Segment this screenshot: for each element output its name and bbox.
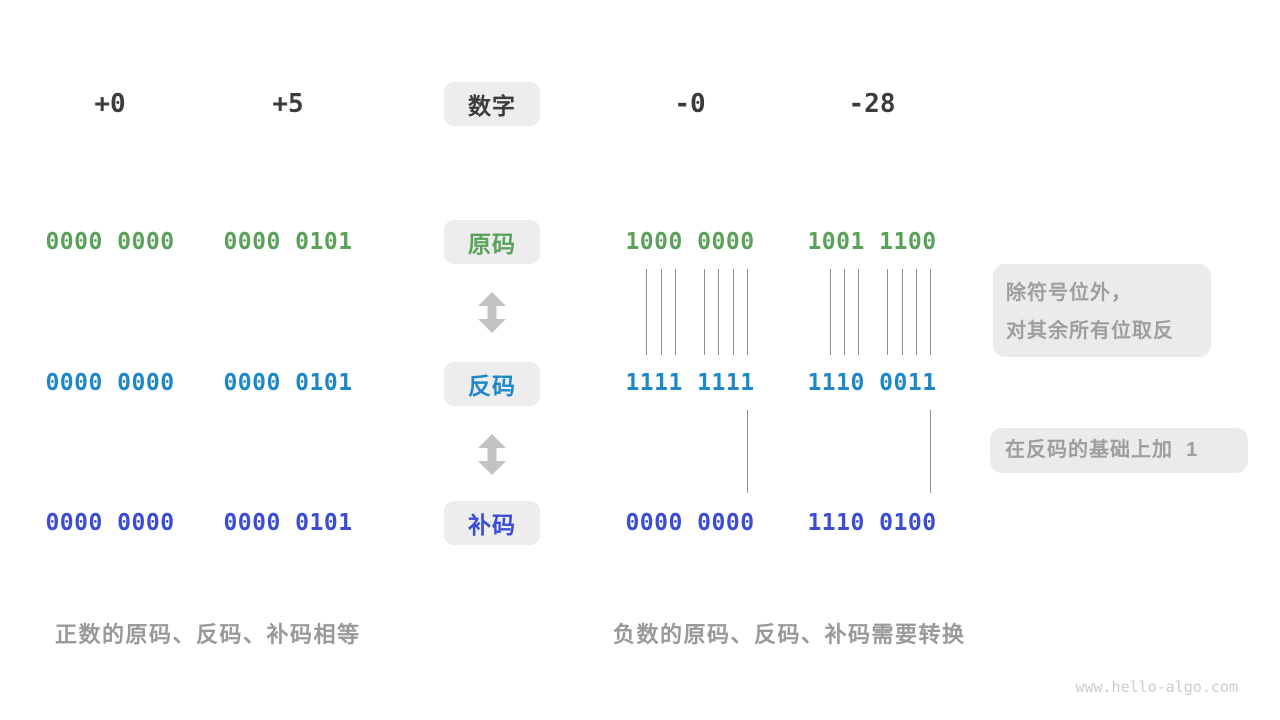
tag-sign-magnitude: 原码 [444, 220, 540, 264]
ones-complement-plus0: 0000 0000 [45, 370, 175, 396]
annotation-invert-line1: 除符号位外， [1006, 282, 1132, 304]
sign-magnitude-plus5: 0000 0101 [223, 229, 353, 255]
invert-tick-line [858, 269, 859, 355]
twos-complement-plus0: 0000 0000 [45, 510, 175, 536]
ones-complement-minus28: 1110 0011 [807, 370, 937, 396]
ones-complement-plus5: 0000 0101 [223, 370, 353, 396]
updown-arrow-icon [478, 434, 506, 475]
invert-tick-line [646, 269, 647, 355]
updown-arrow-icon [478, 292, 506, 333]
tag-twos-complement: 补码 [444, 501, 540, 545]
ones-complement-minus0: 1111 1111 [625, 370, 755, 396]
invert-tick-line [844, 269, 845, 355]
twos-complement-plus5: 0000 0101 [223, 510, 353, 536]
sign-magnitude-minus28: 1001 1100 [807, 229, 937, 255]
annotation-invert-line2: 对其余所有位取反 [1006, 320, 1174, 342]
invert-tick-line [830, 269, 831, 355]
sign-magnitude-minus0: 1000 0000 [625, 229, 755, 255]
twos-complement-minus28: 1110 0100 [807, 510, 937, 536]
annotation-add-one: 在反码的基础上加 1 [990, 428, 1248, 473]
annotation-invert-bits: 除符号位外， 对其余所有位取反 [993, 264, 1211, 357]
invert-tick-line [902, 269, 903, 355]
tag-number: 数字 [444, 82, 540, 126]
invert-tick-line [718, 269, 719, 355]
watermark: www.hello-algo.com [1075, 678, 1238, 696]
invert-tick-line [661, 269, 662, 355]
invert-tick-line [887, 269, 888, 355]
tag-ones-complement: 反码 [444, 362, 540, 406]
header-number-plus0: +0 [94, 89, 126, 119]
invert-tick-line [916, 269, 917, 355]
header-number-plus5: +5 [272, 89, 304, 119]
invert-tick-line [675, 269, 676, 355]
caption-positive: 正数的原码、反码、补码相等 [55, 622, 361, 647]
add-one-tick-line [747, 410, 748, 493]
sign-magnitude-plus0: 0000 0000 [45, 229, 175, 255]
invert-tick-line [733, 269, 734, 355]
invert-tick-line [704, 269, 705, 355]
add-one-tick-line [930, 410, 931, 493]
invert-tick-line [747, 269, 748, 355]
header-number-minus0: -0 [674, 89, 706, 119]
header-number-minus28: -28 [848, 89, 896, 119]
twos-complement-minus0: 0000 0000 [625, 510, 755, 536]
caption-negative: 负数的原码、反码、补码需要转换 [613, 622, 966, 647]
invert-tick-line [930, 269, 931, 355]
